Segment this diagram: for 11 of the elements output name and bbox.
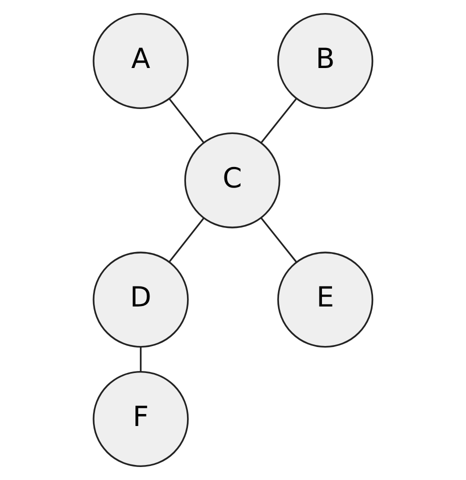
node-circle: E: [277, 252, 374, 348]
node-circle: F: [92, 370, 189, 467]
connector: [168, 98, 204, 143]
connector: [168, 217, 204, 262]
node-circle: D: [92, 252, 189, 348]
node-circle: C: [184, 132, 280, 228]
node-circle: A: [92, 13, 189, 110]
node-circle: B: [277, 13, 374, 110]
connector: [260, 217, 298, 263]
connector: [140, 347, 142, 372]
connector: [260, 98, 298, 144]
